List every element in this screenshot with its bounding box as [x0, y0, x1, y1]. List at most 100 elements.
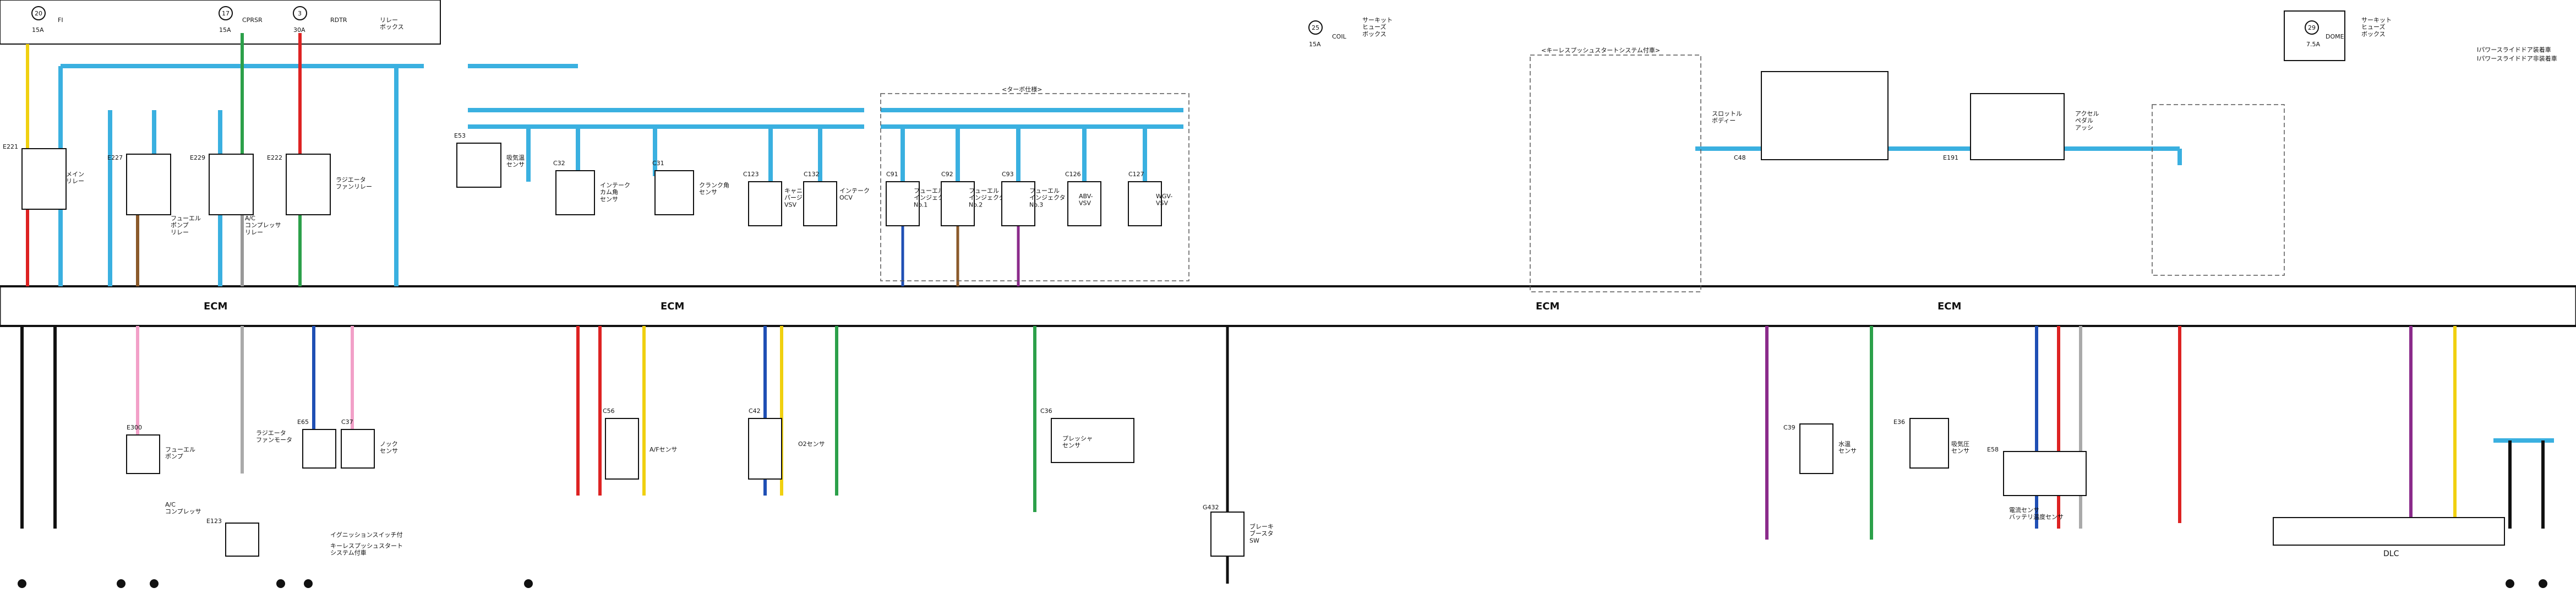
comp-e65-id: E65 [297, 418, 309, 426]
circuit-fuse-box-label-2: サーキットヒューズボックス [2361, 17, 2392, 37]
legend-1: Iパワースライドドア装着車 [2477, 46, 2551, 53]
relay-e222-name: ラジエータファンリレー [336, 176, 372, 191]
comp-c56-name: A/Fセンサ [650, 446, 678, 453]
comp-e191-name: アクセルペダルアッシ [2075, 110, 2099, 131]
fuse-dome-name: DOME [2326, 33, 2344, 40]
comp-e53-id: E53 [454, 132, 466, 139]
comp-e36-id: E36 [1893, 418, 1905, 426]
fuse-f1: 20 15A FI [31, 6, 63, 34]
fuse-coil-name: COIL [1332, 33, 1347, 40]
comp-c32: C32 インテークカム角センサ [553, 160, 630, 215]
ws-bus [58, 64, 2554, 443]
comp-c127: C127 WGV-VSV [1128, 171, 1172, 226]
ecm-label-3: ECM [1536, 301, 1559, 312]
comp-c37-name: ノックセンサ [380, 440, 398, 455]
ecm-label-4: ECM [1938, 301, 1961, 312]
comp-c132-id: C132 [804, 171, 820, 178]
turbo-label: <ターボ仕様> [1002, 85, 1042, 93]
comp-c37: C37 ノックセンサ [341, 418, 398, 469]
fuse-cprsr: 17 15A CPRSR [219, 6, 263, 34]
fuse-cprsr-num: 17 [222, 10, 230, 17]
fuse-f1-amp: 15A [32, 26, 44, 34]
comp-c56: C56 A/Fセンサ [603, 407, 678, 480]
comp-e53: E53 吸気温センサ [454, 132, 525, 188]
fuse-f1-name: FI [58, 17, 63, 24]
comp-e58: E58 電流センサバッテリ温度センサ [1987, 446, 2087, 521]
comp-c36: C36 プレッシャセンサ [1040, 407, 1134, 463]
comp-e123-id: E123 [206, 518, 222, 525]
comp-c127-name: WGV-VSV [1156, 193, 1172, 207]
relay-e221-id: E221 [3, 143, 18, 150]
comp-c37-id: C37 [341, 418, 353, 426]
comp-e53-name: 吸気温センサ [506, 154, 525, 168]
comp-c48-name: スロットルボディー [1712, 110, 1742, 124]
fuse-dome-amp: 7.5A [2306, 41, 2320, 48]
keyless-group [1530, 55, 1701, 292]
relay-e221-name: メインリレー [66, 171, 84, 185]
comp-e191-id: E191 [1943, 154, 1958, 161]
comp-c42-id: C42 [749, 407, 761, 415]
dlc-connector: DLC [2273, 517, 2505, 558]
fuse-coil: 25 15A COIL [1308, 20, 1347, 48]
comp-c48: C48 スロットルボディー [1712, 71, 1889, 161]
comp-c42-name: O2センサ [798, 440, 825, 448]
comp-c92-id: C92 [941, 171, 953, 178]
fuse-coil-num: 25 [1312, 24, 1319, 31]
comp-e300: E300 フューエルポンプ [126, 424, 195, 474]
fuse-dome-num: 29 [2308, 24, 2316, 31]
fuse-rdtr-amp: 30A [293, 26, 305, 34]
ecm-bar: ECM ECM ECM ECM [0, 285, 2576, 327]
comp-c39: C39 水温センサ [1783, 423, 1857, 474]
comp-c39-name: 水温センサ [1838, 440, 1857, 455]
fuse-cprsr-name: CPRSR [242, 17, 263, 24]
option-group [2152, 104, 2285, 276]
comp-c32-name: インテークカム角センサ [600, 182, 630, 203]
comp-c36-id: C36 [1040, 407, 1052, 415]
fuse-rdtr: 3 30A RDTR [293, 6, 347, 34]
relay-e222-id: E222 [267, 154, 282, 161]
comp-c36-name: プレッシャセンサ [1062, 435, 1093, 449]
comp-g432-id: G432 [1203, 504, 1219, 511]
comp-c93-id: C93 [1002, 171, 1014, 178]
dlc-label: DLC [2383, 550, 2399, 558]
comp-c126: C126 ABV-VSV [1065, 171, 1101, 226]
fuse-dome: 29 7.5A DOME [2284, 10, 2345, 61]
fuse-f1-num: 20 [35, 10, 42, 17]
fuse-rdtr-name: RDTR [330, 17, 347, 24]
comp-c127-id: C127 [1128, 171, 1144, 178]
comp-c31: C31 クランク角センサ [652, 160, 729, 215]
circuit-fuse-box-label: サーキットヒューズボックス [1362, 17, 1393, 37]
relay-e227: E227 フューエルポンプリレー [107, 154, 201, 236]
note-ignition: イグニッションスイッチ付 [330, 531, 403, 538]
ecm-label-2: ECM [661, 301, 684, 312]
fuse-cprsr-amp: 15A [219, 26, 231, 34]
comp-c42: C42 O2センサ [748, 407, 825, 480]
turbo-group [880, 93, 1189, 281]
comp-c56-id: C56 [603, 407, 615, 415]
relay-box-label: リレーボックス [380, 17, 404, 31]
fuse-rdtr-num: 3 [298, 10, 302, 17]
keyless-label: <キーレスプッシュスタートシステム付車> [1541, 46, 1660, 54]
comp-c91-id: C91 [886, 171, 898, 178]
fuse-coil-amp: 15A [1309, 41, 1321, 48]
ecm-label: ECM [204, 301, 227, 312]
relay-e221: E221 メインリレー [3, 143, 84, 210]
comp-c123-id: C123 [743, 171, 759, 178]
comp-e300-name: フューエルポンプ [165, 446, 195, 460]
comp-c39-id: C39 [1783, 424, 1795, 431]
comp-c31-name: クランク角センサ [699, 182, 729, 196]
legend-2: Iパワースライドドア非装着車 [2477, 55, 2557, 62]
comp-e65: E65 ラジエータファンモータ [256, 418, 336, 469]
